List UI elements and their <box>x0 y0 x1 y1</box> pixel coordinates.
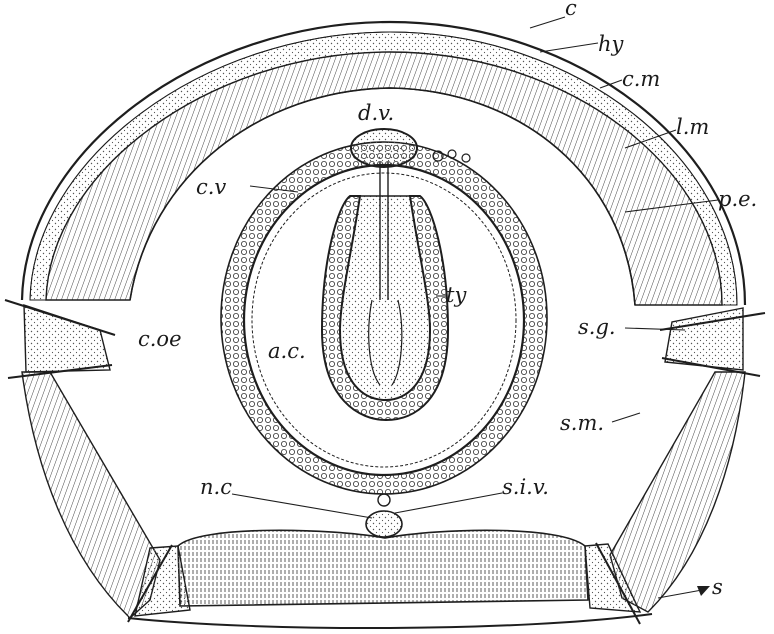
label-hypodermis: hy <box>598 32 625 56</box>
label-setal-muscle: s.m. <box>560 411 604 435</box>
dorsal-vessel <box>351 129 417 167</box>
dorsal-cell-2 <box>448 150 456 158</box>
subintestinal-vessel <box>378 494 390 506</box>
nerve-cord <box>366 511 402 537</box>
dorsal-cell-3 <box>462 154 470 162</box>
label-circular-muscle: c.m <box>622 67 660 91</box>
label-chloragogen: c.v <box>196 175 226 199</box>
left-lateral-wall <box>22 372 160 618</box>
label-peritoneum: p.e. <box>718 187 757 211</box>
label-seta: s <box>712 575 723 599</box>
label-setal-gland: s.g. <box>578 315 616 339</box>
label-nerve-cord: n.c <box>200 475 232 499</box>
label-alimentary-canal: a.c. <box>268 339 306 363</box>
label-typhlosole: ty <box>446 283 467 307</box>
label-longitudinal-muscle: l.m <box>676 115 709 139</box>
ventral-muscle-block <box>178 530 588 606</box>
ventral-cuticle <box>128 614 652 628</box>
label-subintestinal-vessel: s.i.v. <box>502 475 549 499</box>
left-setal-gland <box>24 305 110 372</box>
label-coelom: c.oe <box>138 327 182 351</box>
label-cuticle: c <box>565 0 577 20</box>
label-dorsal-vessel: d.v. <box>358 101 394 125</box>
right-lateral-wall <box>610 372 745 612</box>
